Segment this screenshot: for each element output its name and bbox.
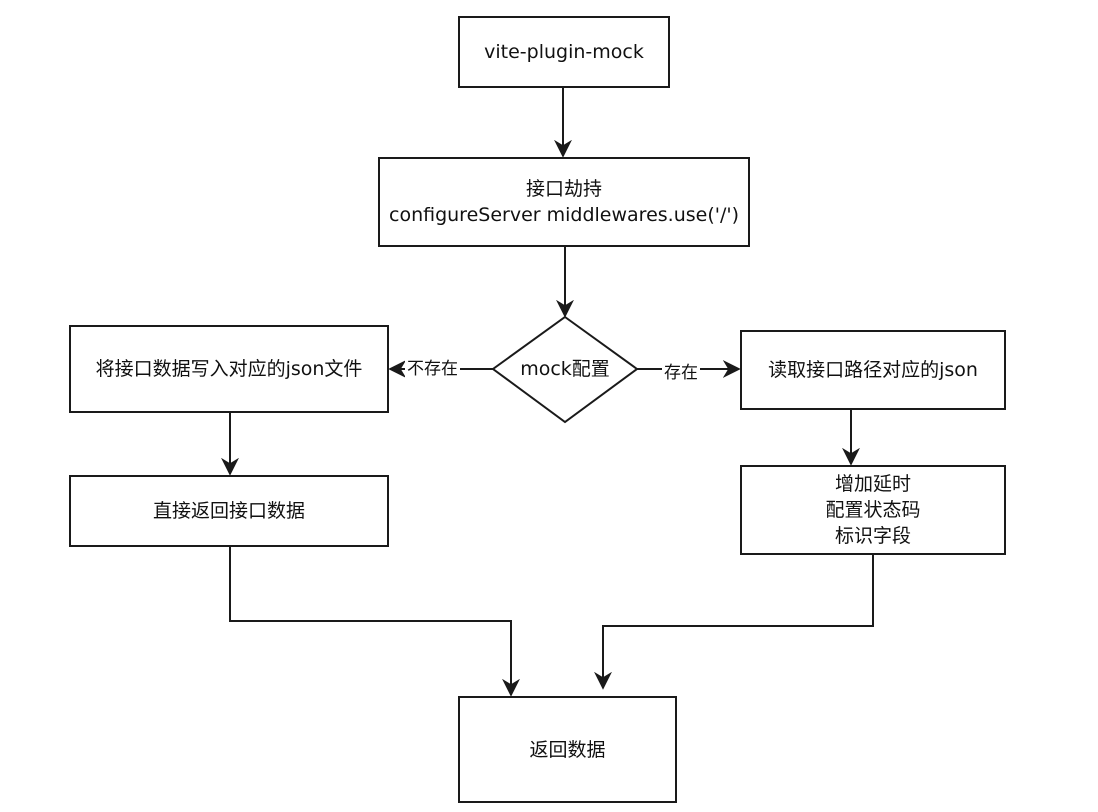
node-label: 接口劫持 <box>525 178 602 200</box>
node-label: 增加延时 <box>834 473 911 495</box>
node-label: 直接返回接口数据 <box>152 500 305 522</box>
node-label: configureServer middlewares.use('/') <box>389 204 739 226</box>
mock-config-diamond <box>491 315 639 424</box>
edge-return-direct-to-return-data <box>229 546 520 697</box>
node-read-json: 读取接口路径对应的json <box>740 330 1006 410</box>
node-label: 标识字段 <box>834 525 911 547</box>
node-label: 读取接口路径对应的json <box>768 359 978 381</box>
node-write-json: 将接口数据写入对应的json文件 <box>69 325 389 413</box>
node-return-data: 返回数据 <box>458 696 677 803</box>
node-label: vite-plugin-mock <box>484 41 644 63</box>
node-label: 返回数据 <box>529 738 606 761</box>
node-label: 配置状态码 <box>825 499 921 521</box>
node-enhance: 增加延时 配置状态码 标识字段 <box>740 465 1006 555</box>
edge-enhance-to-return-data <box>594 554 874 690</box>
mock-config-label: mock配置 <box>520 358 610 380</box>
node-return-direct: 直接返回接口数据 <box>69 475 389 547</box>
node-vite-plugin-mock: vite-plugin-mock <box>458 16 670 88</box>
node-label: 将接口数据写入对应的json文件 <box>95 358 363 380</box>
edge-label-not-exist: 不存在 <box>405 358 460 380</box>
edge-label-exist: 存在 <box>662 362 700 384</box>
node-interface-intercept: 接口劫持 configureServer middlewares.use('/'… <box>378 157 750 247</box>
